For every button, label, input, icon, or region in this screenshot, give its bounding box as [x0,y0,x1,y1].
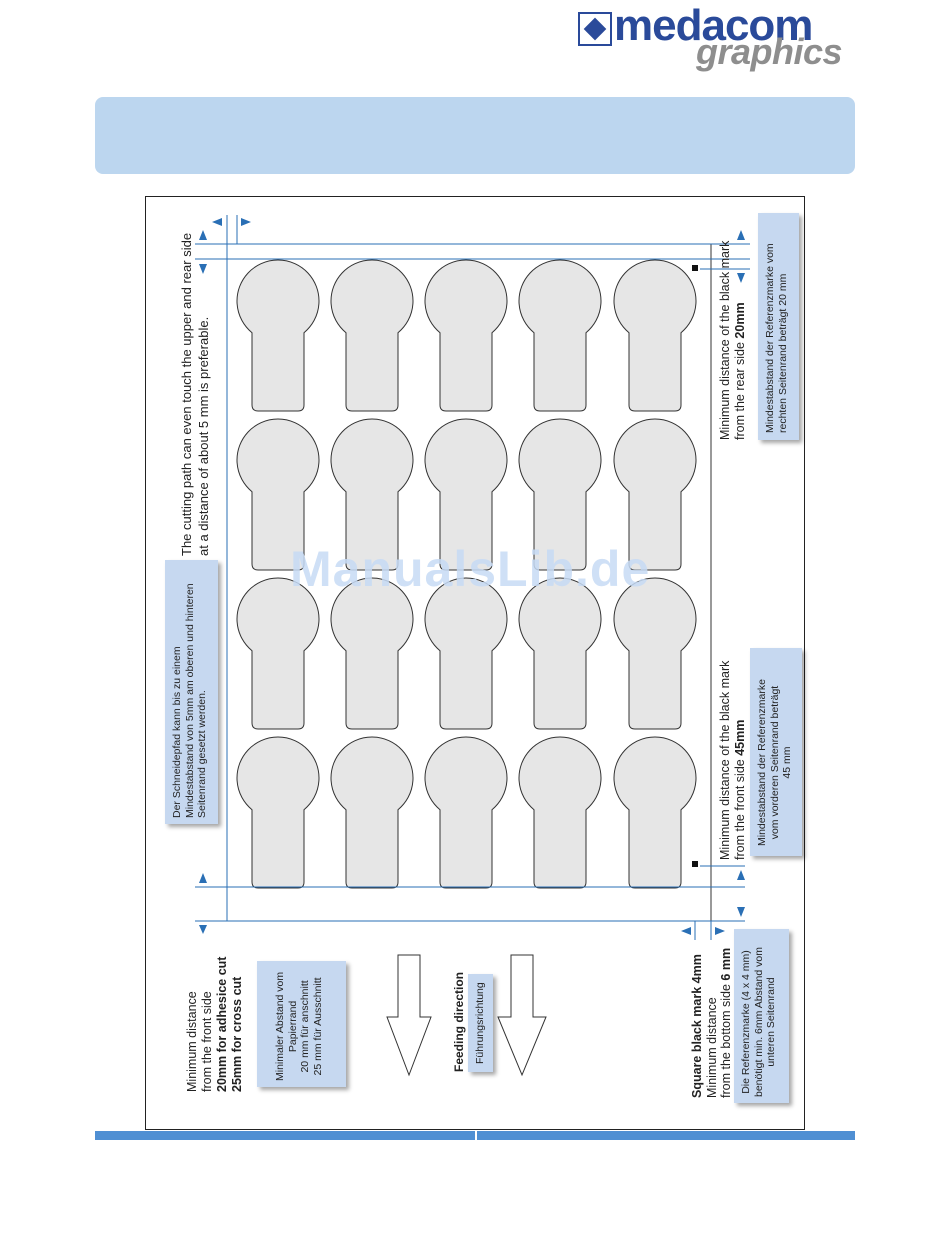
watermark: ManualsLib.de [290,541,651,597]
square-mark-line-2: Minimum distance [704,997,719,1098]
min-distance-de-line-4: 25 mm für Ausschnitt [311,977,324,1076]
front-side-de-line-1: Mindestabstand der Referenzmarke [756,679,768,846]
cutting-path-line-1: The cutting path can even touch the uppe… [179,232,194,556]
keyhole-label-r1-c1 [236,259,320,412]
keyhole-label-r2-c3 [424,418,508,571]
reference-mark-top-icon [692,265,698,271]
rear-side-line-1: Minimum distance of the black mark [718,240,732,440]
keyhole-label-r2-c5 [613,418,697,571]
min-distance-de-line-1: Minimaler Abstand vom [274,971,286,1081]
feeding-direction-de-box: Führungsrichtung [468,974,493,1072]
min-distance-note: Minimum distance from the front side 20m… [185,957,245,1092]
keyhole-label-r4-c4 [518,736,602,889]
rear-side-note: Minimum distance of the black mark from … [718,241,748,440]
diamond-logo-icon [578,12,612,46]
min-distance-de-line-3: 20 mm für anschnitt [299,980,311,1073]
keyhole-label-r2-c2 [330,418,414,571]
keyhole-label-r4-c3 [424,736,508,889]
keyhole-label-r4-c2 [330,736,414,889]
square-mark-de-line-1: Die Referenzmarke (4 x 4 mm) [740,950,752,1094]
square-mark-note: Square black mark 4mm Minimum distance f… [690,948,734,1098]
min-distance-line-2: from the front side [200,991,214,1092]
square-mark-distance: 6 mm [719,947,733,981]
rear-side-de-box: Mindestabstand der Referenzmarke vom rec… [758,213,799,440]
rear-side-de-line-1: Mindestabstand der Referenzmarke vom [764,243,776,433]
logo-brand-text: medacom [614,1,813,50]
front-side-de-box: Mindestabstand der Referenzmarke vom vor… [750,648,802,856]
cutting-path-de-box: Der Schneidepfad kann bis zu einem Minde… [165,560,218,824]
footer-bar [95,1131,855,1140]
cutting-path-de-line-2: Mindestabstand von 5mm am oberen und hin… [183,583,196,818]
cutting-path-line-2: at a distance of about 5 mm is preferabl… [196,316,211,556]
front-side-de-line-3: 45 mm [781,746,793,779]
keyhole-label-r1-c5 [613,259,697,412]
rear-side-value: 20mm [733,302,747,339]
dimension-lines [195,215,750,940]
min-distance-line-1: Minimum distance [185,991,199,1092]
cutting-path-note: The cutting path can even touch the uppe… [178,233,212,556]
min-distance-line-3: 20mm for adhesice cut [215,956,229,1092]
front-side-note: Minimum distance of the black mark from … [718,661,748,860]
feeding-direction-label: Feeding direction [452,971,466,1072]
cutting-path-de-line-1: Der Schneidepfad kann bis zu einem [171,646,183,818]
min-distance-de-line-2: Papierrand [286,1000,299,1053]
front-side-value: 45mm [733,719,747,756]
keyhole-label-r2-c4 [518,418,602,571]
dimension-arrows [199,218,745,935]
label-grid [236,259,697,889]
header-band [95,97,855,174]
keyhole-label-r1-c4 [518,259,602,412]
square-mark-de-line-3: unteren Seitenrand [765,977,777,1067]
square-mark-line-3: from the bottom side [719,980,733,1098]
keyhole-label-r2-c1 [236,418,320,571]
keyhole-label-r4-c5 [613,736,697,889]
keyhole-label-r4-c1 [236,736,320,889]
square-mark-size: 4mm [690,954,704,984]
sheet-frame [145,196,805,1130]
rear-side-line-2: from the rear side [733,338,747,440]
keyhole-label-r3-c2 [330,577,414,730]
square-mark-line-1: Square black mark [690,983,704,1098]
reference-mark-bottom-icon [692,861,698,867]
min-distance-line-4: 25mm for cross cut [230,976,244,1092]
keyhole-label-r1-c3 [424,259,508,412]
feeding-direction-de-label: Führungsrichtung [474,982,486,1064]
cutting-path-de-line-3: Seitenrand gesetzt werden. [196,690,208,818]
min-distance-de-box: Minimaler Abstand vom Papierrand 20 mm f… [257,961,346,1087]
feeding-arrow-right-icon [497,954,547,1077]
keyhole-label-r3-c5 [613,577,697,730]
logo-sub-text: graphics [696,31,843,72]
keyhole-label-r3-c3 [424,577,508,730]
front-side-line-1: Minimum distance of the black mark [718,660,732,860]
front-side-line-2: from the front side [733,755,747,860]
keyhole-label-r3-c1 [236,577,320,730]
keyhole-label-r1-c2 [330,259,414,412]
square-mark-de-line-2: benötigt min. 6mm Abstand vom [752,947,765,1097]
feeding-arrow-left-icon [386,954,432,1077]
keyhole-label-r3-c4 [518,577,602,730]
medacom-logo: medacom graphics [578,1,868,72]
rear-side-de-line-2: rechten Seitenrand beträgt 20 mm [776,273,789,433]
front-side-de-line-2: vom vorderen Seitenrand beträgt [768,685,781,840]
square-mark-de-box: Die Referenzmarke (4 x 4 mm) benötigt mi… [734,929,789,1103]
